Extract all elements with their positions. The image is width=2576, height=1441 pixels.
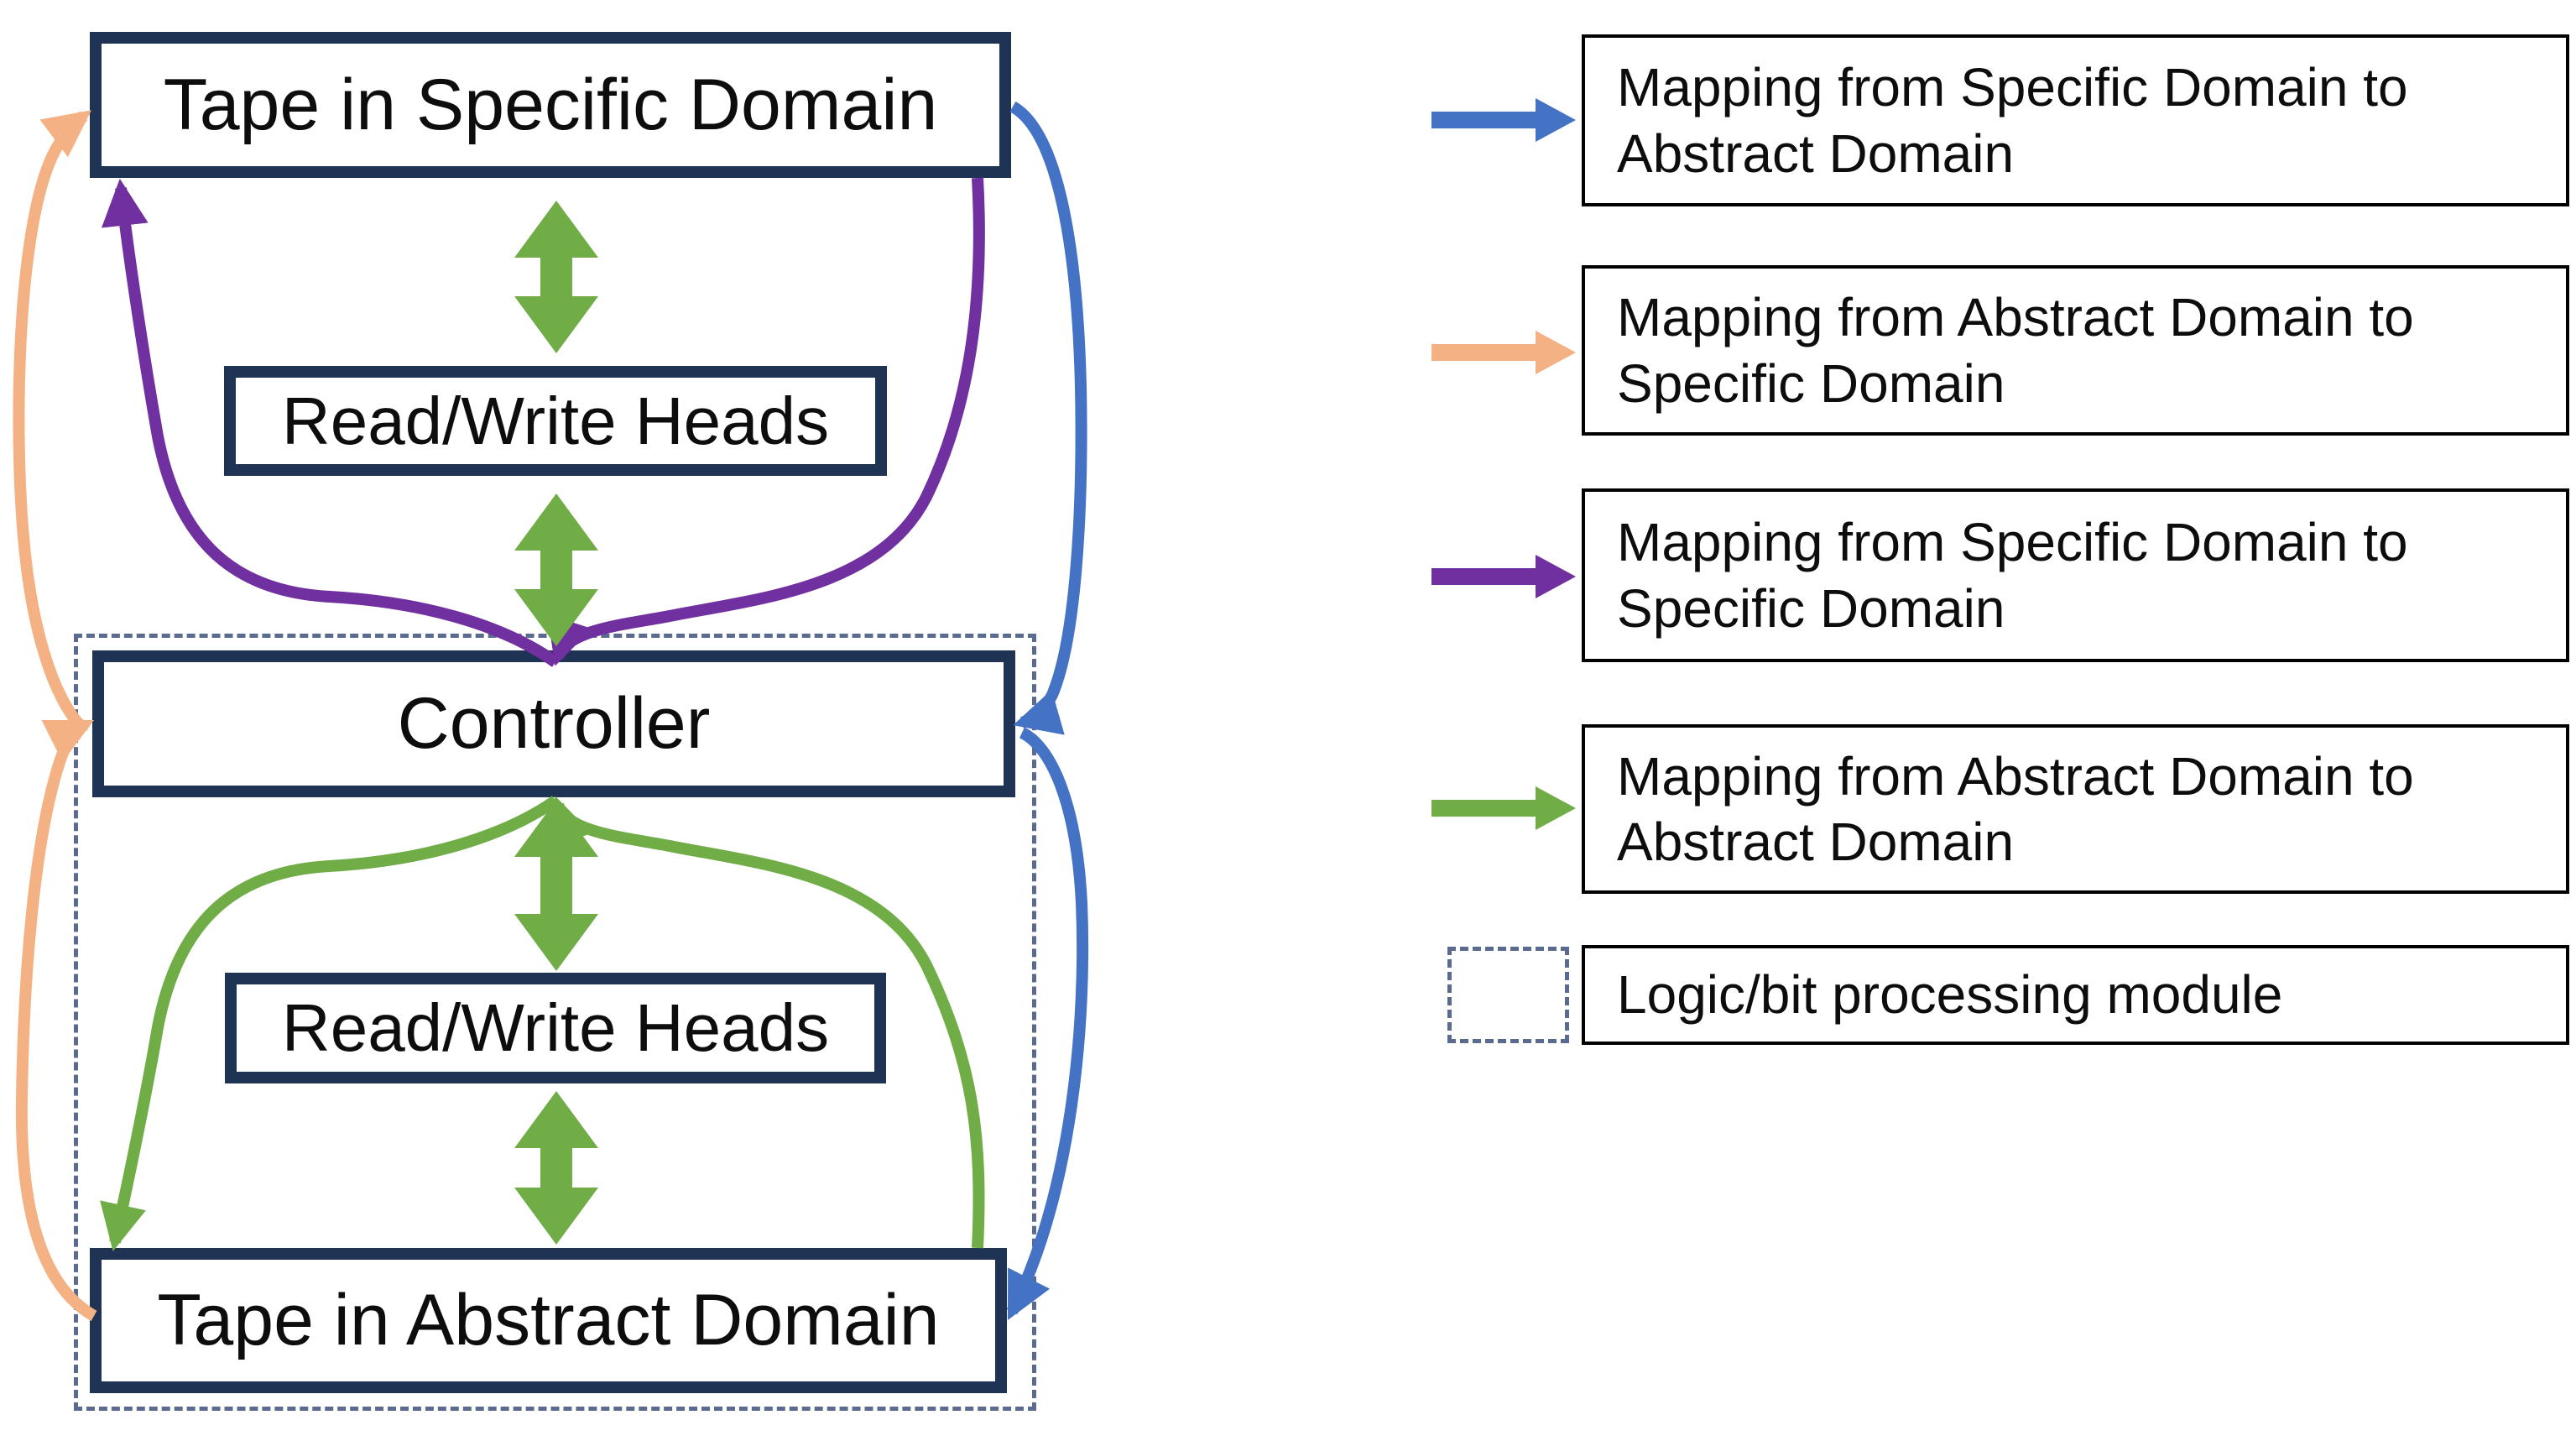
node-tape-in-abstract-domain: Tape in Abstract Domain [90, 1248, 1007, 1393]
legend-label-logic-bit-module: Logic/bit processing module [1617, 964, 2283, 1026]
node-label-read-write-heads-bottom: Read/Write Heads [281, 990, 830, 1065]
legend-label-specific-to-abstract: Mapping from Specific Domain to Abstract… [1617, 57, 2408, 184]
node-controller: Controller [92, 650, 1015, 797]
legend-item-logic-bit-module: Logic/bit processing module [1582, 945, 2569, 1045]
node-label-controller: Controller [397, 683, 711, 764]
legend-purple-arrow-icon [1431, 555, 1576, 598]
node-label-tape-in-abstract-domain: Tape in Abstract Domain [157, 1280, 940, 1360]
blue-arrow-tape-specific-to-controller [1009, 101, 1087, 735]
legend-label-abstract-to-specific: Mapping from Abstract Domain to Specific… [1617, 287, 2414, 414]
node-tape-in-specific-domain: Tape in Specific Domain [90, 32, 1011, 178]
legend-label-abstract-to-abstract: Mapping from Abstract Domain to Abstract… [1617, 745, 2414, 872]
legend-label-specific-to-specific: Mapping from Specific Domain to Specific… [1617, 512, 2408, 639]
green-double-arrow-tape-specific-rw-top [514, 201, 598, 353]
legend-item-abstract-to-specific: Mapping from Abstract Domain to Specific… [1582, 265, 2569, 436]
legend-blue-arrow-icon [1431, 98, 1576, 142]
legend-green-arrow-icon [1431, 786, 1576, 830]
node-label-tape-in-specific-domain: Tape in Specific Domain [163, 64, 938, 145]
legend-item-abstract-to-abstract: Mapping from Abstract Domain to Abstract… [1582, 724, 2569, 894]
legend-item-specific-to-abstract: Mapping from Specific Domain to Abstract… [1582, 34, 2569, 206]
legend-dashed-box-icon [1447, 947, 1569, 1043]
legend-orange-arrow-icon [1431, 331, 1576, 374]
node-label-read-write-heads-top: Read/Write Heads [281, 383, 830, 458]
green-double-arrow-rw-top-controller [514, 493, 598, 646]
node-read-write-heads-top: Read/Write Heads [224, 366, 887, 476]
legend-item-specific-to-specific: Mapping from Specific Domain to Specific… [1582, 488, 2569, 662]
node-read-write-heads-bottom: Read/Write Heads [225, 973, 886, 1083]
